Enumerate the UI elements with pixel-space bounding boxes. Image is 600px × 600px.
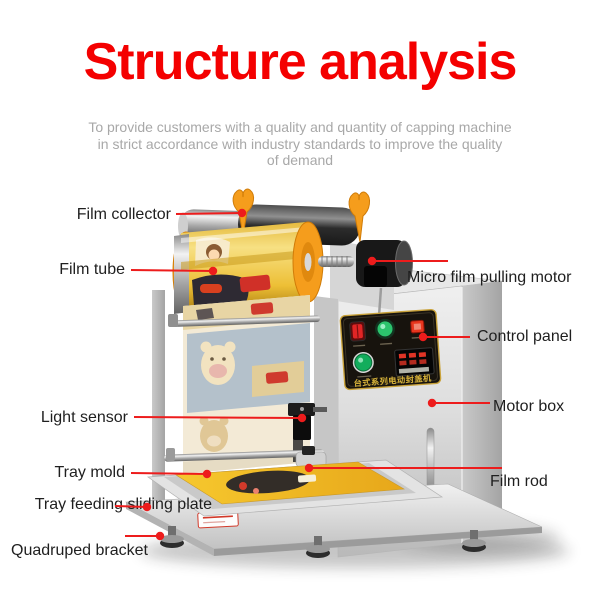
bear-print-lower [199,416,229,452]
machine-feet [160,526,486,558]
control-panel-graphic: 台式系列电动封盖机 [339,308,442,391]
label-film-tube: Film tube [59,261,125,278]
label-motor-box: Motor box [493,398,565,415]
hanging-film [168,295,320,474]
tray-mold-graphic [146,459,444,517]
label-light-sensor: Light sensor [40,409,128,426]
label-micro-film-pulling-motor: Micro film pulling motor [407,269,572,286]
mode-button [410,319,425,334]
bear-print-upper [200,341,236,385]
power-rocker-switch [349,321,367,342]
subtitle: To provide customers with a quality and … [30,119,570,169]
page-title: Structure analysis [83,33,518,91]
film-rod-graphic [164,446,327,468]
label-quadruped-bracket: Quadruped bracket [11,542,148,559]
subtitle-line-3: of demand [266,152,334,168]
subtitle-line-1: To provide customers with a quality and … [88,119,512,135]
left-column [152,290,165,508]
label-film-rod: Film rod [490,473,548,490]
label-control-panel: Control panel [477,328,573,345]
subtitle-line-2: in strict accordance with industry stand… [97,135,503,152]
micro-motor [356,240,413,317]
light-sensor-graphic [288,403,327,462]
start-button [352,351,374,378]
label-tray-mold: Tray mold [54,464,125,481]
threaded-shaft [318,256,354,267]
film-guide-rod-upper [168,314,320,328]
label-tray-feeding-sliding-plate: Tray feeding sliding plate [34,496,212,513]
label-film-collector: Film collector [76,206,171,223]
counter-display [394,347,435,377]
indicator-lamp [375,318,396,339]
